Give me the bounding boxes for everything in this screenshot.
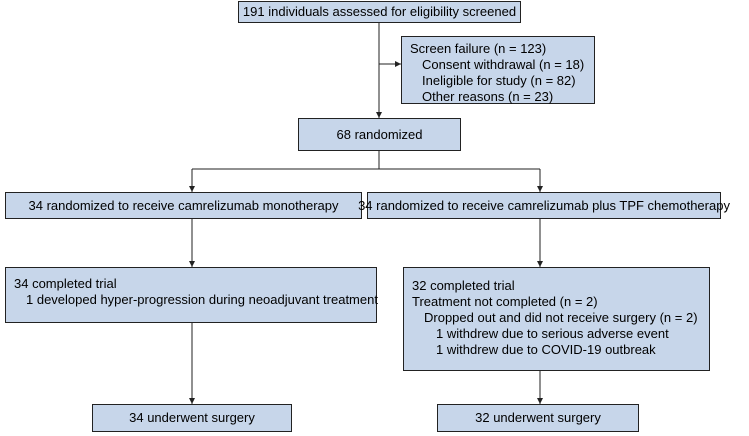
arrowhead-to-combo-arm (537, 186, 543, 192)
randomized-text: 68 randomized (336, 126, 423, 142)
mono-surgery-text: 34 underwent surgery (129, 410, 255, 425)
combo-completed-box: 32 completed trial Treatment not complet… (403, 267, 710, 371)
arrowhead-to-mono-surgery (189, 398, 195, 404)
arrowhead-to-randomized (376, 112, 382, 118)
screen-failure-item: Ineligible for study (n = 82) (422, 73, 576, 88)
arrowhead-to-mono-arm (189, 186, 195, 192)
randomized-box: 68 randomized (298, 118, 461, 151)
combo-dropped-out: Dropped out and did not receive surgery … (424, 310, 698, 325)
combo-withdraw-reason: 1 withdrew due to serious adverse event (436, 326, 669, 341)
mono-completed-detail: 1 developed hyper-progression during neo… (26, 292, 378, 307)
mono-arm-box: 34 randomized to receive camrelizumab mo… (5, 192, 362, 219)
mono-arm-text: 34 randomized to receive camrelizumab mo… (28, 197, 339, 213)
mono-completed-title: 34 completed trial (14, 276, 117, 291)
combo-withdraw-reason: 1 withdrew due to COVID-19 outbreak (436, 342, 656, 357)
combo-surgery-text: 32 underwent surgery (475, 410, 601, 425)
arrowhead-to-combo-surgery (537, 398, 543, 404)
combo-arm-box: 34 randomized to receive camrelizumab pl… (358, 192, 730, 219)
assessed-text: 191 individuals assessed for eligibility… (242, 4, 517, 19)
arrowhead-to-screen-failure (395, 61, 401, 67)
combo-completed-title: 32 completed trial (412, 278, 515, 293)
assessed-box: 191 individuals assessed for eligibility… (238, 1, 521, 23)
arrowhead-to-combo-completed (537, 261, 543, 267)
screen-failure-title: Screen failure (n = 123) (410, 41, 547, 56)
combo-arm-text: 34 randomized to receive camrelizumab pl… (358, 197, 730, 213)
combo-surgery-box: 32 underwent surgery (437, 404, 639, 432)
screen-failure-item: Other reasons (n = 23) (422, 89, 554, 104)
screen-failure-item: Consent withdrawal (n = 18) (422, 57, 585, 72)
mono-surgery-box: 34 underwent surgery (92, 404, 292, 432)
screen-failure-box: Screen failure (n = 123) Consent withdra… (401, 36, 595, 104)
combo-not-completed: Treatment not completed (n = 2) (412, 294, 598, 309)
mono-completed-box: 34 completed trial 1 developed hyper-pro… (5, 267, 378, 323)
arrowhead-to-mono-completed (189, 261, 195, 267)
